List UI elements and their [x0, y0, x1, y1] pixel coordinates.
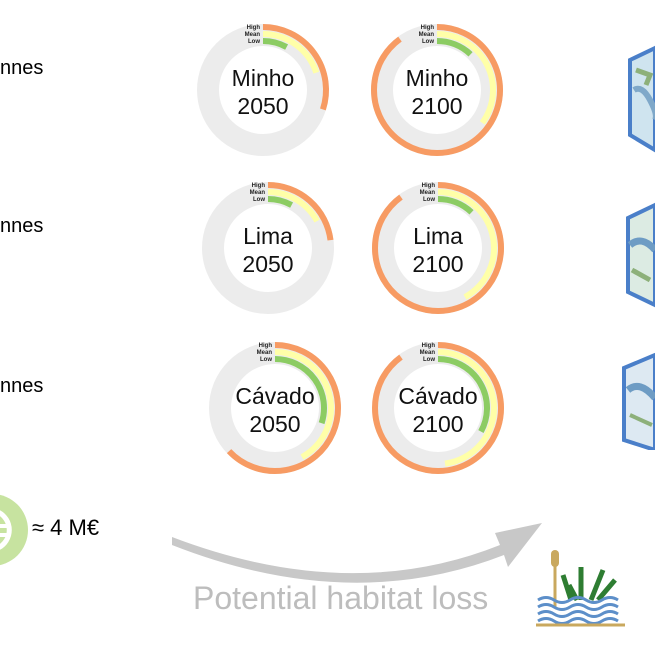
- side-label-1: nnes: [0, 57, 44, 79]
- ring-arc-mean: [262, 31, 320, 74]
- ring-year: 2050: [242, 251, 293, 277]
- ring-river: Minho: [406, 65, 469, 91]
- ring-label-high: High: [422, 343, 436, 349]
- ring-arc-mean: [437, 349, 497, 467]
- map-hex-minho: [628, 45, 655, 153]
- ring-arc-high: [262, 24, 329, 111]
- cost-label: ≈ 4 M€: [32, 515, 100, 540]
- ring-label-low: Low: [422, 39, 434, 45]
- ring-arc-high: [372, 182, 504, 314]
- ring-year: 2050: [237, 93, 288, 119]
- ring-river: Cávado: [235, 383, 314, 409]
- ring-arc-low: [437, 356, 490, 434]
- ring-arc-mean: [436, 31, 496, 125]
- ring-label-low: Low: [248, 39, 260, 45]
- ring-river: Minho: [232, 65, 295, 91]
- ring-arc-mean: [274, 349, 334, 460]
- ring-label-mean: Mean: [245, 32, 261, 38]
- habitat-arrow: [172, 523, 542, 583]
- ring-year: 2050: [249, 411, 300, 437]
- ring-label-low: Low: [423, 357, 435, 363]
- ring-river: Lima: [243, 223, 293, 249]
- ring-year: 2100: [412, 251, 463, 277]
- ring-label-high: High: [422, 183, 436, 189]
- ring-arc-low: [274, 356, 327, 425]
- ring-arc-low: [267, 196, 294, 208]
- ring-label-high: High: [259, 343, 273, 349]
- ring-year: 2100: [412, 411, 463, 437]
- ring-arc-low: [262, 38, 289, 50]
- ring-arc-mean: [267, 189, 320, 223]
- ring-label-low: Low: [423, 197, 435, 203]
- ring-arc-low: [437, 196, 474, 215]
- ring-label-high: High: [247, 25, 261, 31]
- ring-label-low: Low: [260, 357, 272, 363]
- ring-label-mean: Mean: [257, 350, 273, 356]
- map-thumbnails: [622, 45, 655, 450]
- ring-river: Lima: [413, 223, 463, 249]
- wetland-icon: [536, 550, 625, 627]
- habitat-loss-label: Potential habitat loss: [193, 580, 489, 616]
- ring-label-mean: Mean: [420, 190, 436, 196]
- ring-arc-high: [267, 182, 334, 241]
- ring-label-mean: Mean: [419, 32, 435, 38]
- side-label-3: nnes: [0, 375, 44, 397]
- ring-label-low: Low: [253, 197, 265, 203]
- ring-arc-high: [226, 342, 341, 474]
- ring-label-high: High: [252, 183, 266, 189]
- ring-label-mean: Mean: [420, 350, 436, 356]
- ring-river: Cávado: [398, 383, 477, 409]
- ring-year: 2100: [411, 93, 462, 119]
- ring-label-high: High: [421, 25, 435, 31]
- ring-arc-low: [436, 38, 473, 57]
- ring-label-mean: Mean: [250, 190, 266, 196]
- ring-arc-high: [371, 24, 503, 156]
- side-label-2: nnes: [0, 215, 44, 237]
- map-hex-lima: [626, 202, 655, 308]
- map-hex-cavado: [622, 352, 655, 450]
- ring-arc-mean: [437, 189, 497, 300]
- ring-arc-high: [372, 342, 504, 474]
- euro-icon: [0, 494, 28, 566]
